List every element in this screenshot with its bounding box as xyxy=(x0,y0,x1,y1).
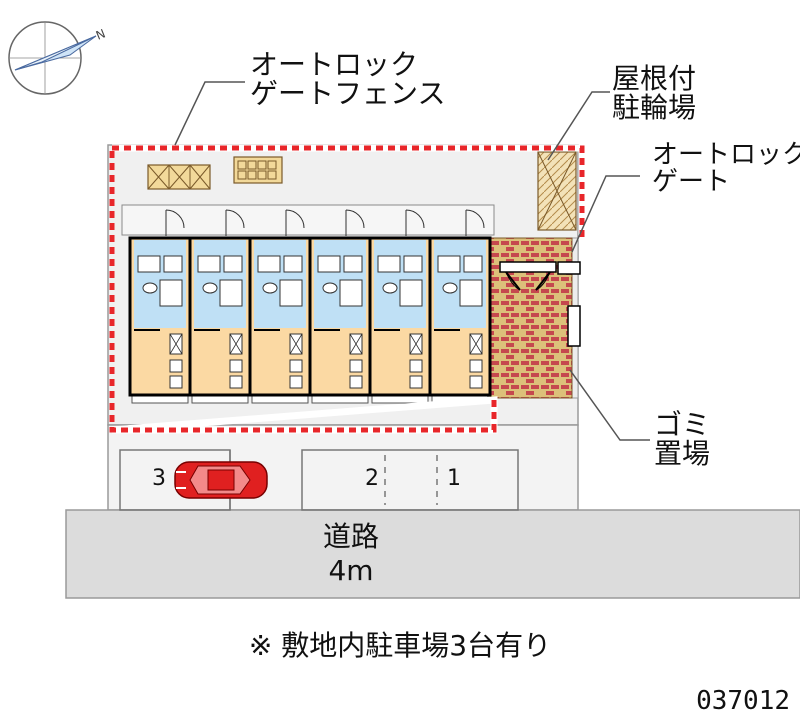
apartment-units xyxy=(128,209,492,404)
apartment-unit xyxy=(368,209,432,404)
apartment-unit xyxy=(248,209,312,404)
autolock-fence-label: オートロック ゲートフェンス xyxy=(250,48,446,111)
compass-north-mark: N xyxy=(94,26,108,42)
autolock-gate-label: オートロック ゲート xyxy=(652,140,800,198)
apartment-unit xyxy=(188,209,252,404)
road-name: 道路 xyxy=(322,520,379,553)
bike-parking-label: 屋根付 駐輪場 xyxy=(612,62,697,125)
parking-note: ※ 敷地内駐車場3台有り xyxy=(248,629,552,662)
leader-lines xyxy=(174,81,650,441)
garbage-area-label: ゴミ 置場 xyxy=(654,408,711,471)
outer-corridor xyxy=(121,204,495,236)
parking-slot-1: 1 xyxy=(447,466,461,491)
parking-slot-3: 3 xyxy=(152,466,166,491)
car-icon xyxy=(174,461,268,499)
mailboxes xyxy=(233,156,283,184)
road-label: 道路 4m xyxy=(291,520,411,587)
storage-boxes xyxy=(147,164,211,190)
road xyxy=(65,509,800,599)
parking-slot-2: 2 xyxy=(365,466,379,491)
autolock-gate xyxy=(499,261,581,347)
compass-icon: N xyxy=(8,21,108,95)
property-code: 037012 xyxy=(696,686,790,716)
apartment-unit xyxy=(428,209,492,404)
apartment-unit xyxy=(308,209,372,404)
road-width: 4m xyxy=(328,553,374,587)
apartment-unit xyxy=(128,209,192,404)
autolock-gate-fence xyxy=(109,145,585,433)
